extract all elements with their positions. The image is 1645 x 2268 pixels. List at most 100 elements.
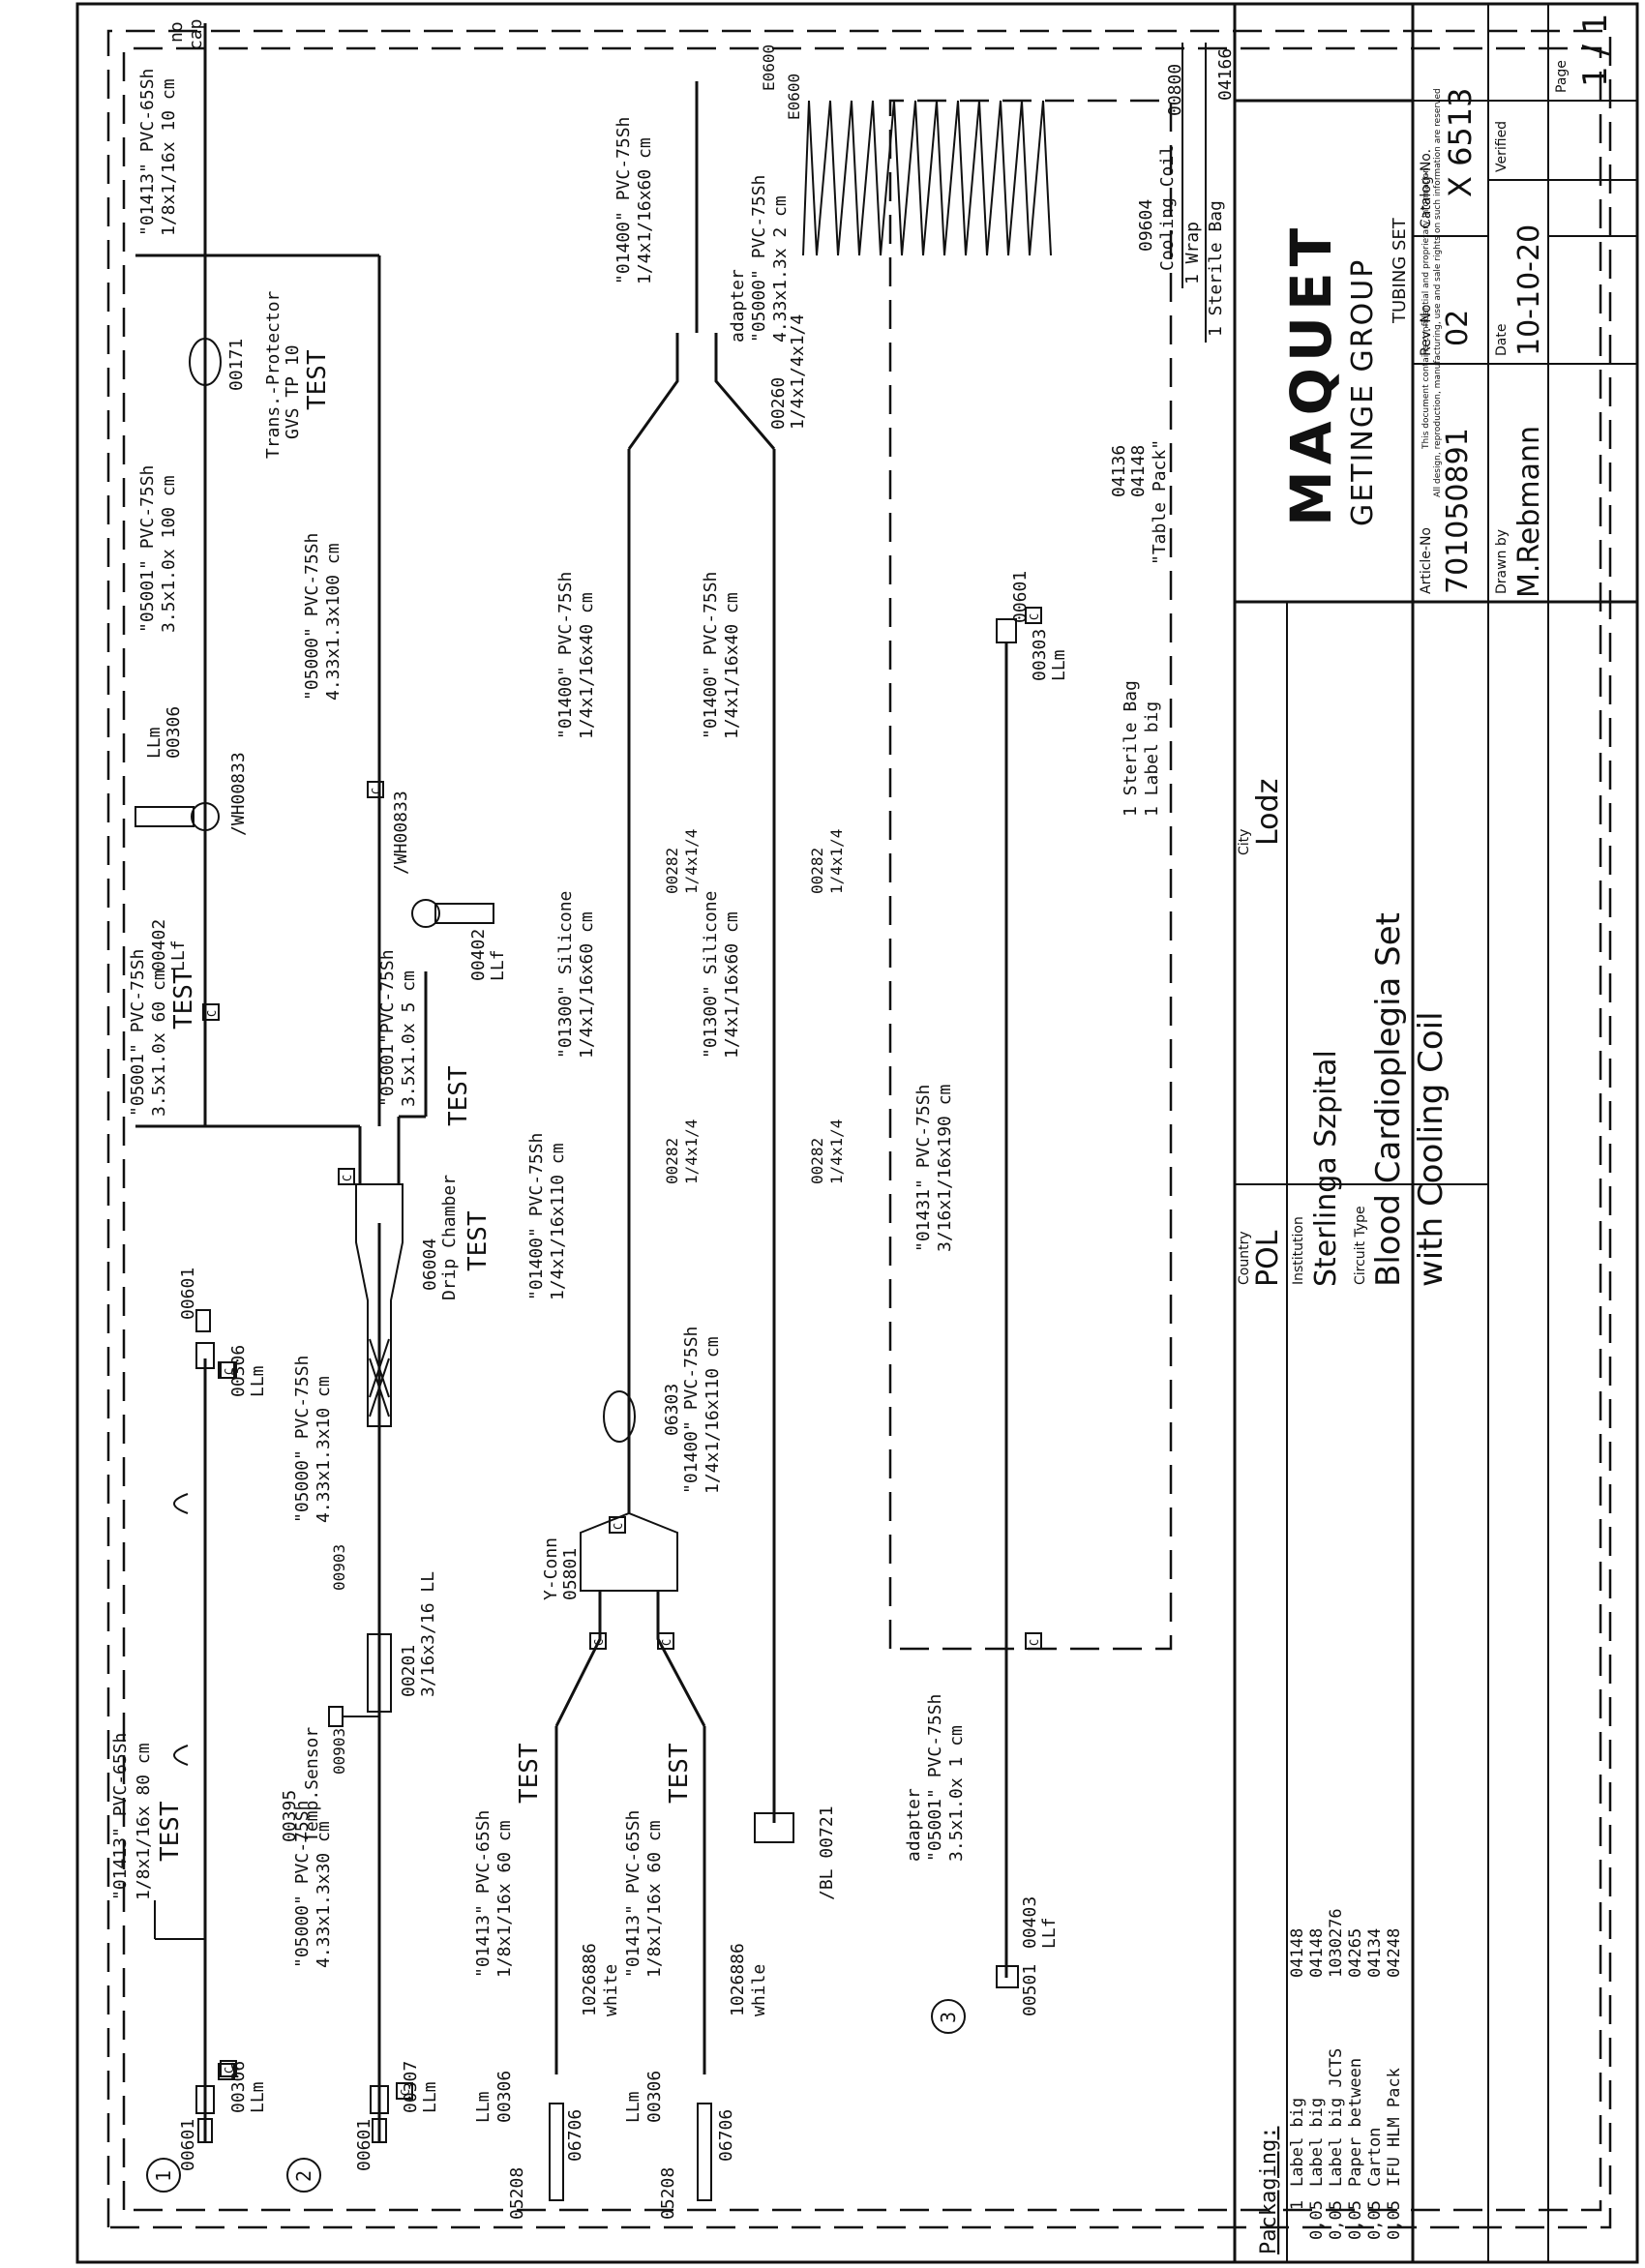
adapter-label: adapter — [728, 269, 748, 343]
y2-code: 00260 — [768, 377, 789, 430]
packaging-item: Label big — [1307, 2098, 1327, 2187]
bb-tube: "01413" PVC-65Sh — [623, 1810, 643, 1978]
l1-left-code: 00601 — [178, 2119, 198, 2171]
c-00282b: 00282 — [808, 1138, 826, 1184]
bl-clamp-icon — [754, 1812, 794, 1843]
packaging-code: 1030276 — [1327, 1908, 1346, 1978]
c-silicone-2: "01300" Silicone — [701, 891, 721, 1059]
packaging-item: Label big JCTS — [1327, 2048, 1346, 2187]
blood-branch-a: "01413" PVC-65Sh 1/8x1/16x 60 cm TEST 10… — [473, 1591, 621, 2220]
up-code-00402: 00402 — [149, 919, 169, 971]
l1-left-conn: 00306 — [228, 2061, 249, 2113]
up-test1: TEST — [169, 969, 198, 1030]
code-04166: 04166 — [1215, 48, 1236, 101]
up-trans-code: 00171 — [226, 339, 247, 391]
adapter-tube: "05000" PVC-75Sh — [749, 175, 769, 343]
c-00282b-size: 1/4x1/4 — [827, 1119, 846, 1184]
label-tag-box — [1025, 607, 1042, 624]
dashed-border — [106, 29, 1612, 2229]
tubing-line-2: 00601 00307 LLm "05000" PVC-75Sh 4.33x1.… — [280, 1175, 493, 2171]
label-tag-box — [367, 781, 384, 798]
label-tag-text: C — [592, 1639, 606, 1646]
drip-test: TEST — [464, 1210, 493, 1271]
country-value: POL — [1251, 1230, 1285, 1287]
bl-code: /BL 00721 — [817, 1805, 837, 1900]
packaging-qty: 0,05 — [1346, 2200, 1365, 2240]
packaging-code: 04148 — [1307, 1928, 1327, 1978]
l2-0903b: 00903 — [330, 1544, 348, 1591]
label-tag-box — [202, 1003, 220, 1021]
mid-size1: 3.5x1.0x 5 cm — [399, 970, 419, 1107]
packaging-item: IFU HLM Pack — [1385, 2068, 1404, 2187]
y2-size: 1/4x1/4x1/4 — [788, 314, 808, 430]
table-pack-box — [888, 99, 1173, 1651]
packaging-item: Paper between — [1346, 2058, 1365, 2187]
packaging-code: 04265 — [1346, 1928, 1365, 1978]
y-code: 05801 — [560, 1548, 581, 1600]
ba-left-llm: LLm — [473, 2091, 494, 2123]
label-tag-box — [220, 1361, 237, 1379]
date-label: Date — [1494, 324, 1510, 356]
label-tag-text: C — [1028, 1639, 1041, 1646]
group-name: GETINGE GROUP — [1346, 258, 1380, 526]
middle-branch: "05001"PVC-75Sh 3.5x1.0x 5 cm TEST 00402… — [135, 254, 508, 1184]
bb-06706: 06706 — [716, 2109, 736, 2162]
page-value: 1 / 1 — [1576, 14, 1615, 87]
packaging-item: Carton — [1365, 2128, 1385, 2187]
up-size2: 3.5x1.0x 100 cm — [159, 475, 179, 633]
packaging-qty: 0,05 — [1327, 2200, 1346, 2240]
label-tag-box — [338, 1168, 355, 1185]
trans-protector-icon — [189, 338, 222, 386]
clamp-icon — [603, 1390, 636, 1443]
c-00282d: 00282 — [808, 848, 826, 894]
temp-sensor-icon — [328, 1706, 344, 1727]
country-label: Country — [1237, 1231, 1252, 1285]
c-tube3: "01400" PVC-75Sh — [555, 572, 576, 739]
inner-dashed-border — [122, 46, 1602, 2212]
l2-tube1: "05000" PVC-75Sh — [292, 1801, 313, 1968]
l1-size-label: 1/8x1/16x 80 cm — [134, 1743, 154, 1900]
blood-branch-b: "01413" PVC-65Sh 1/8x1/16x 60 cm TEST 10… — [623, 1591, 769, 2220]
c-silicone-1: "01300" Silicone — [555, 891, 576, 1059]
adapter-size: 4.33x1.3x 2 cm — [770, 195, 791, 343]
subtitle: TUBING SET — [1390, 217, 1410, 324]
packaging-item: Label big — [1288, 2098, 1307, 2187]
up-size3: 1/8x1/16x 10 cm — [159, 78, 179, 236]
rev-label: Rev.-No — [1419, 305, 1434, 356]
packaging-code: 04148 — [1288, 1928, 1307, 1978]
verified-label: Verified — [1494, 121, 1510, 172]
tubing-line-3: 00501 00403 LLf adapter "05001" PVC-75Sh… — [904, 571, 1069, 2016]
c-tube1: "01400" PVC-75Sh — [526, 1133, 547, 1300]
up-00306: 00306 — [164, 706, 184, 759]
label-tag-text: C — [341, 1175, 354, 1181]
up-trans2: GVS TP 10 — [283, 344, 303, 439]
up-tube3: "01413" PVC-65Sh — [137, 69, 158, 236]
c-size2: 1/4x1/16x110 cm — [703, 1336, 723, 1494]
c-silicone-2-size: 1/4x1/16x60 cm — [722, 911, 742, 1059]
l2-left-conn: 00307 — [401, 2061, 421, 2113]
label-tag-box — [396, 2082, 413, 2100]
packaging-qty: 1 — [1288, 2200, 1307, 2210]
tubing-line-1: "01413" PVC-65Sh 1/8x1/16x 80 cm TEST 00… — [110, 1268, 268, 2171]
ba-left-white: white — [601, 1964, 621, 2016]
l3-00501: 00501 — [1020, 1964, 1040, 2016]
line-number-1-text: 1 — [152, 2170, 175, 2182]
c-00282a: 00282 — [663, 1138, 681, 1184]
ba-left-test: TEST — [515, 1743, 544, 1804]
bb-llm: LLm — [623, 2091, 643, 2123]
c-00282a-size: 1/4x1/4 — [682, 1119, 701, 1184]
l3-adapter-size: 3.5x1.0x 1 cm — [946, 1725, 967, 1862]
bb-size: 1/8x1/16x 60 cm — [644, 1820, 665, 1978]
line-number-2-text: 2 — [292, 2170, 315, 2182]
ba-left-size: 1/8x1/16x 60 cm — [494, 1820, 515, 1978]
label-tag-box — [609, 1516, 626, 1534]
connector-00201 — [367, 1633, 392, 1713]
bb-white: while — [749, 1964, 769, 2016]
bb-05208: 05208 — [658, 2167, 678, 2220]
mid-wh: /WH00833 — [391, 791, 411, 875]
label-tag-text: C — [370, 788, 383, 794]
c-00282c: 00282 — [663, 848, 681, 894]
line-number-1: 1 — [146, 2158, 181, 2193]
table-pack-notes: 1 Sterile Bag 1 Label big 04136 04148 "T… — [1109, 439, 1170, 817]
